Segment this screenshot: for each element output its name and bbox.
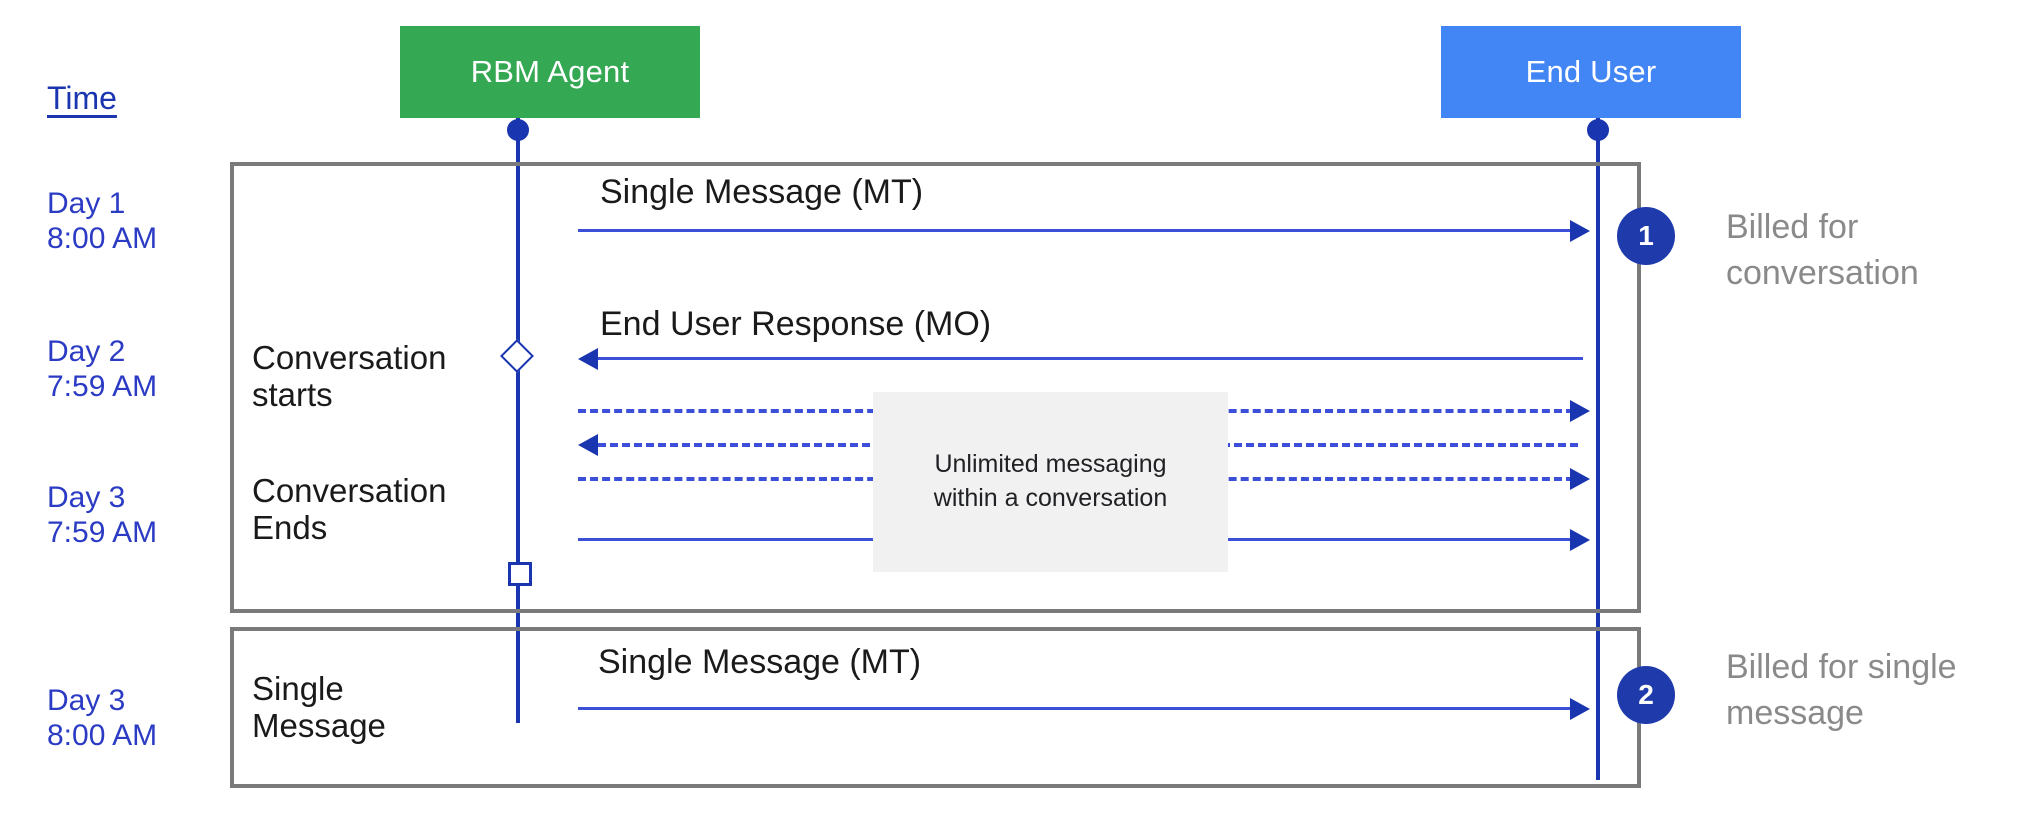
actor-rbm-agent: RBM Agent bbox=[400, 26, 700, 118]
billing-caption-1: Billed for conversation bbox=[1726, 205, 2016, 297]
time-column-header: Time bbox=[47, 80, 117, 116]
message-arrow-7 bbox=[578, 707, 1578, 710]
billing-badge-1: 1 bbox=[1617, 207, 1675, 265]
rbm-agent-lifeline bbox=[516, 118, 520, 723]
unlimited-messaging-note: Unlimited messaging within a conversatio… bbox=[873, 392, 1228, 572]
actor-rbm-agent-label: RBM Agent bbox=[470, 54, 630, 89]
message-label-single-message-mt-1: Single Message (MT) bbox=[600, 173, 924, 211]
time-label-day1: Day 1 8:00 AM bbox=[47, 186, 157, 256]
note-single-message-line1: Single bbox=[252, 670, 344, 707]
time-label-day3-single-time: 8:00 AM bbox=[47, 719, 158, 753]
message-label-single-message-mt-2: Single Message (MT) bbox=[598, 643, 922, 681]
unlimited-messaging-note-line1: Unlimited messaging bbox=[934, 450, 1167, 479]
message-arrowhead-1-icon bbox=[1570, 220, 1590, 242]
billing-caption-2-line1: Billed for single bbox=[1726, 648, 1957, 686]
billing-caption-1-line2: conversation bbox=[1726, 253, 1919, 292]
time-label-day2-day: Day 2 bbox=[47, 335, 126, 368]
billing-caption-2-line2: message bbox=[1726, 693, 1864, 732]
message-arrow-1 bbox=[578, 229, 1578, 232]
actor-end-user-label: End User bbox=[1525, 54, 1657, 89]
conversation-group-box bbox=[230, 162, 1641, 613]
actor-end-user: End User bbox=[1441, 26, 1741, 118]
note-single-message: Single Message bbox=[252, 670, 386, 745]
conversation-end-marker-icon bbox=[508, 562, 532, 586]
message-arrowhead-2-icon bbox=[578, 348, 598, 370]
note-conversation-ends-line2: Ends bbox=[252, 509, 328, 547]
note-conversation-ends: Conversation Ends bbox=[252, 472, 446, 547]
message-arrowhead-5-icon bbox=[1570, 468, 1590, 490]
end-user-lifeline bbox=[1596, 118, 1600, 780]
note-conversation-ends-line1: Conversation bbox=[252, 472, 447, 509]
note-single-message-line2: Message bbox=[252, 707, 386, 745]
message-label-end-user-response-mo: End User Response (MO) bbox=[600, 305, 992, 343]
time-label-day3-end: Day 3 7:59 AM bbox=[47, 480, 157, 550]
unlimited-messaging-note-line2: within a conversation bbox=[933, 484, 1168, 512]
time-label-day3-end-day: Day 3 bbox=[47, 481, 126, 514]
note-conversation-starts: Conversation starts bbox=[252, 339, 446, 414]
time-label-day1-time: 8:00 AM bbox=[47, 222, 158, 256]
time-label-day1-day: Day 1 bbox=[47, 187, 126, 220]
time-label-day3-end-time: 7:59 AM bbox=[47, 516, 158, 550]
billing-caption-1-line1: Billed for bbox=[1726, 208, 1859, 246]
time-label-day3-single: Day 3 8:00 AM bbox=[47, 683, 157, 753]
message-arrow-2 bbox=[598, 357, 1583, 360]
time-label-day2-time: 7:59 AM bbox=[47, 370, 158, 404]
message-arrowhead-3-icon bbox=[1570, 400, 1590, 422]
note-conversation-starts-line1: Conversation bbox=[252, 339, 447, 376]
message-arrowhead-6-icon bbox=[1570, 529, 1590, 551]
message-arrowhead-7-icon bbox=[1570, 698, 1590, 720]
time-label-day2: Day 2 7:59 AM bbox=[47, 334, 157, 404]
billing-caption-2: Billed for single message bbox=[1726, 645, 2016, 737]
time-label-day3-single-day: Day 3 bbox=[47, 684, 126, 717]
message-arrowhead-4-icon bbox=[578, 434, 598, 456]
note-conversation-starts-line2: starts bbox=[252, 376, 333, 414]
billing-badge-2: 2 bbox=[1617, 666, 1675, 724]
